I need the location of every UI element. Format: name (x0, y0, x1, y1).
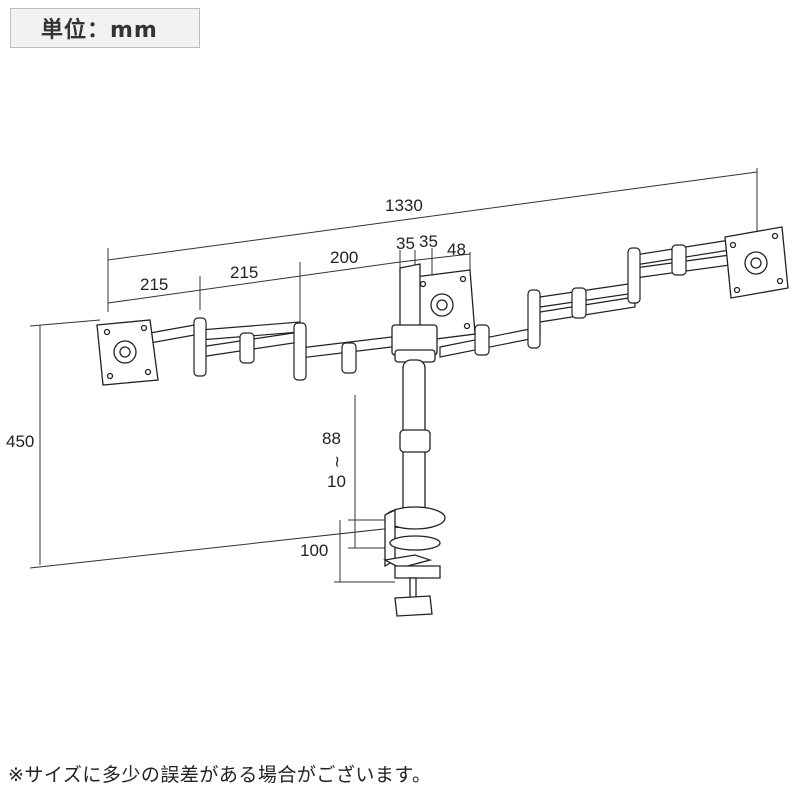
arm-joints (193, 244, 687, 381)
disclaimer-note: ※サイズに多少の誤差がある場合がございます。 (8, 764, 432, 786)
dim-arm-seg-1: 215 (140, 275, 168, 294)
dim-arm-seg-2: 215 (230, 263, 258, 282)
dim-clamp-range-bottom: 10 (327, 472, 346, 491)
center-pole (391, 263, 438, 516)
dim-clamp-range-sep: ~ (328, 455, 347, 468)
vesa-plate-center (414, 269, 476, 342)
dim-height: 450 (6, 432, 34, 451)
dim-clamp-depth: 100 (300, 541, 328, 560)
vesa-plate-right (724, 226, 789, 299)
vesa-plate-left (96, 319, 159, 386)
vesa-plates (96, 226, 789, 386)
dim-center-35a: 35 (396, 234, 415, 253)
unit-label: 単位：mm (10, 8, 200, 48)
dim-center-35b: 35 (419, 232, 438, 251)
dimension-lines (29, 168, 758, 583)
dim-clamp-range-top: 88 (322, 429, 341, 448)
dim-total-width: 1330 (385, 196, 423, 215)
dim-center-48: 48 (447, 240, 466, 259)
dim-arm-seg-3: 200 (330, 248, 358, 267)
desk-clamp (383, 506, 446, 617)
